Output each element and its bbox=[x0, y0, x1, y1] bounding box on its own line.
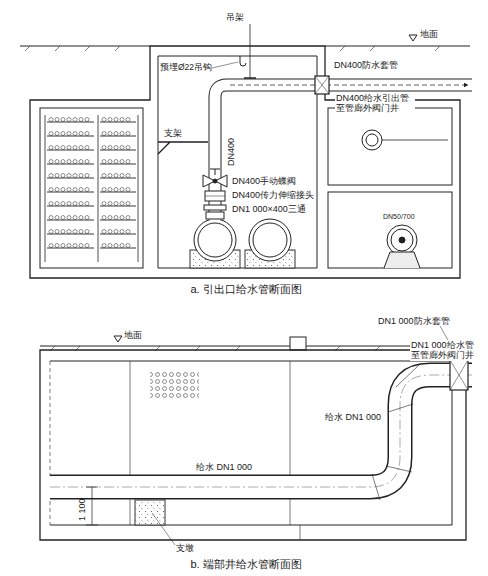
hook-label: 预埋Ø22吊钩 bbox=[160, 63, 212, 73]
valve-label: DN400手动蝶阀 bbox=[232, 176, 296, 186]
ground-label: 地面 bbox=[420, 29, 438, 39]
joint-label: DN400传力伸缩接头 bbox=[232, 190, 314, 200]
pipe-label: 给水 DN1 000 bbox=[325, 412, 381, 422]
ground-label: 地面 bbox=[124, 330, 142, 340]
figure-caption: b. 端部井给水管断面图 bbox=[2, 558, 488, 571]
pipe-label: 给水 DN1 000 bbox=[196, 462, 252, 472]
casing-label: DN400防水套管 bbox=[333, 60, 399, 70]
dimension-label: 1 100 bbox=[77, 498, 87, 521]
support-label: 支架 bbox=[164, 128, 182, 138]
tee-label: DN1 000×400三通 bbox=[232, 204, 306, 214]
outlet-pipe-label: DN1 000给水管 至管廊外阀门井 bbox=[410, 340, 484, 361]
figure-caption: a. 引出口给水管断面图 bbox=[2, 283, 488, 296]
pipe-size-label: DN50/700 bbox=[383, 213, 415, 221]
pier-label: 支墩 bbox=[176, 543, 194, 553]
pipe-size-label: DN400 bbox=[226, 138, 236, 166]
outlet-pipe-label: DN400给水引出管 至管廊外阀门井 bbox=[335, 93, 415, 114]
casing-label: DN1 000防水套管 bbox=[378, 316, 450, 326]
hanger-label: 吊架 bbox=[226, 12, 244, 22]
